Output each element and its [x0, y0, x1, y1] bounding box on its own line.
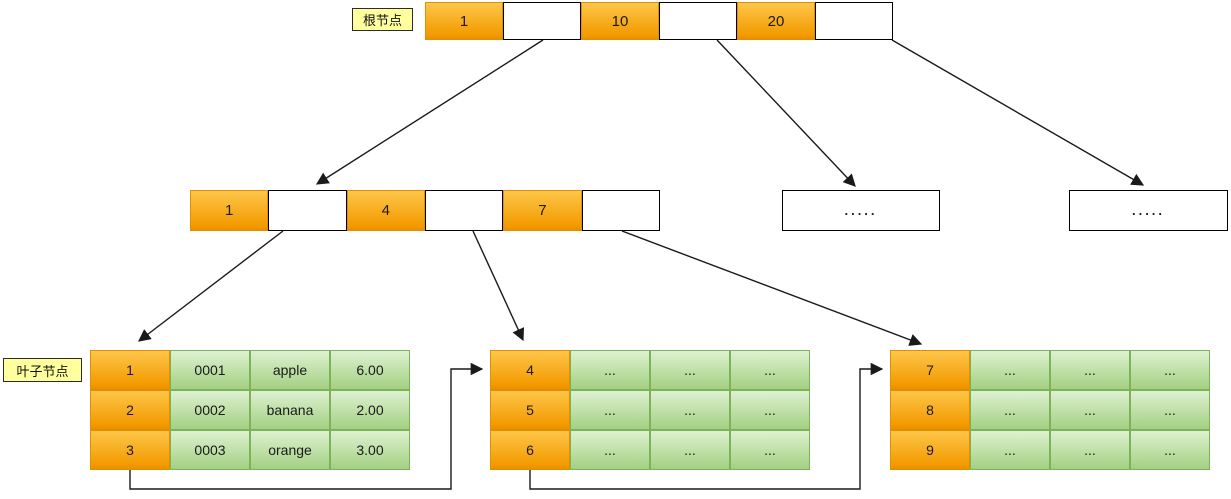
- arrow-root-to-ellipsis-node-1: [716, 39, 856, 187]
- leaf-data-cell: ...: [1050, 430, 1130, 470]
- root-key-cell: 1: [425, 2, 503, 40]
- root-node: 1 10 20: [425, 2, 893, 40]
- leaf-data-cell: ...: [650, 350, 730, 390]
- leaf-data-cell: 2.00: [330, 390, 410, 430]
- leaf-data-cell: ...: [570, 350, 650, 390]
- root-pointer-cell: [659, 2, 737, 40]
- leaf-data-cell: ...: [970, 430, 1050, 470]
- internal-key-cell: 4: [346, 190, 425, 231]
- leaf-data-cell: ...: [1050, 350, 1130, 390]
- leaf-data-cell: banana: [250, 390, 330, 430]
- leaf-key-cell: 8: [890, 390, 970, 430]
- leaf-key-cell: 2: [90, 390, 170, 430]
- arrow-internal-to-leaf-3: [621, 230, 923, 346]
- root-node-label: 根节点: [352, 8, 413, 31]
- internal-key-cell: 7: [503, 190, 582, 231]
- leaf-key-cell: 1: [90, 350, 170, 390]
- internal-pointer-cell: [268, 190, 347, 231]
- leaf-data-cell: ...: [1130, 430, 1210, 470]
- leaf-data-cell: ...: [570, 390, 650, 430]
- leaf-data-cell: ...: [970, 390, 1050, 430]
- leaf-table-2: 4 ... ... ... 5 ... ... ... 6 ... ... ..…: [490, 350, 810, 470]
- leaf-data-cell: ...: [1130, 390, 1210, 430]
- leaf-data-cell: 0001: [170, 350, 250, 390]
- root-pointer-cell: [815, 2, 893, 40]
- leaf-data-cell: ...: [650, 390, 730, 430]
- leaf-table-3: 7 ... ... ... 8 ... ... ... 9 ... ... ..…: [890, 350, 1210, 470]
- ellipsis-internal-node-1: .....: [782, 190, 940, 231]
- leaf-key-cell: 6: [490, 430, 570, 470]
- leaf-table-1: 1 0001 apple 6.00 2 0002 banana 2.00 3 0…: [90, 350, 410, 470]
- leaf-data-cell: ...: [1050, 390, 1130, 430]
- internal-key-cell: 1: [190, 190, 269, 231]
- internal-pointer-cell: [424, 190, 504, 231]
- leaf-key-cell: 7: [890, 350, 970, 390]
- leaf-key-cell: 5: [490, 390, 570, 430]
- leaf-data-cell: 0003: [170, 430, 250, 470]
- leaf-data-cell: ...: [730, 430, 810, 470]
- leaf-data-cell: ...: [1130, 350, 1210, 390]
- leaf-data-cell: apple: [250, 350, 330, 390]
- leaf-data-cell: ...: [730, 390, 810, 430]
- leaf-data-cell: ...: [730, 350, 810, 390]
- arrow-internal-to-leaf-1: [137, 230, 284, 342]
- arrow-internal-to-leaf-2: [472, 230, 524, 342]
- leaf-data-cell: ...: [570, 430, 650, 470]
- leaf-key-cell: 4: [490, 350, 570, 390]
- leaf-key-cell: 9: [890, 430, 970, 470]
- leaf-data-cell: orange: [250, 430, 330, 470]
- leaf-data-cell: ...: [650, 430, 730, 470]
- arrow-root-to-ellipsis-node-2: [891, 39, 1145, 186]
- leaf-node-label: 叶子节点: [3, 358, 82, 382]
- leaf-key-cell: 3: [90, 430, 170, 470]
- ellipsis-internal-node-2: .....: [1069, 190, 1228, 231]
- arrow-root-to-internal-node: [315, 39, 544, 185]
- leaf-data-cell: 3.00: [330, 430, 410, 470]
- root-key-cell: 10: [581, 2, 659, 40]
- root-key-cell: 20: [737, 2, 815, 40]
- leaf-data-cell: 0002: [170, 390, 250, 430]
- internal-node: 1 4 7: [190, 190, 660, 231]
- internal-pointer-cell: [581, 190, 660, 231]
- leaf-data-cell: 6.00: [330, 350, 410, 390]
- leaf-data-cell: ...: [970, 350, 1050, 390]
- root-pointer-cell: [503, 2, 581, 40]
